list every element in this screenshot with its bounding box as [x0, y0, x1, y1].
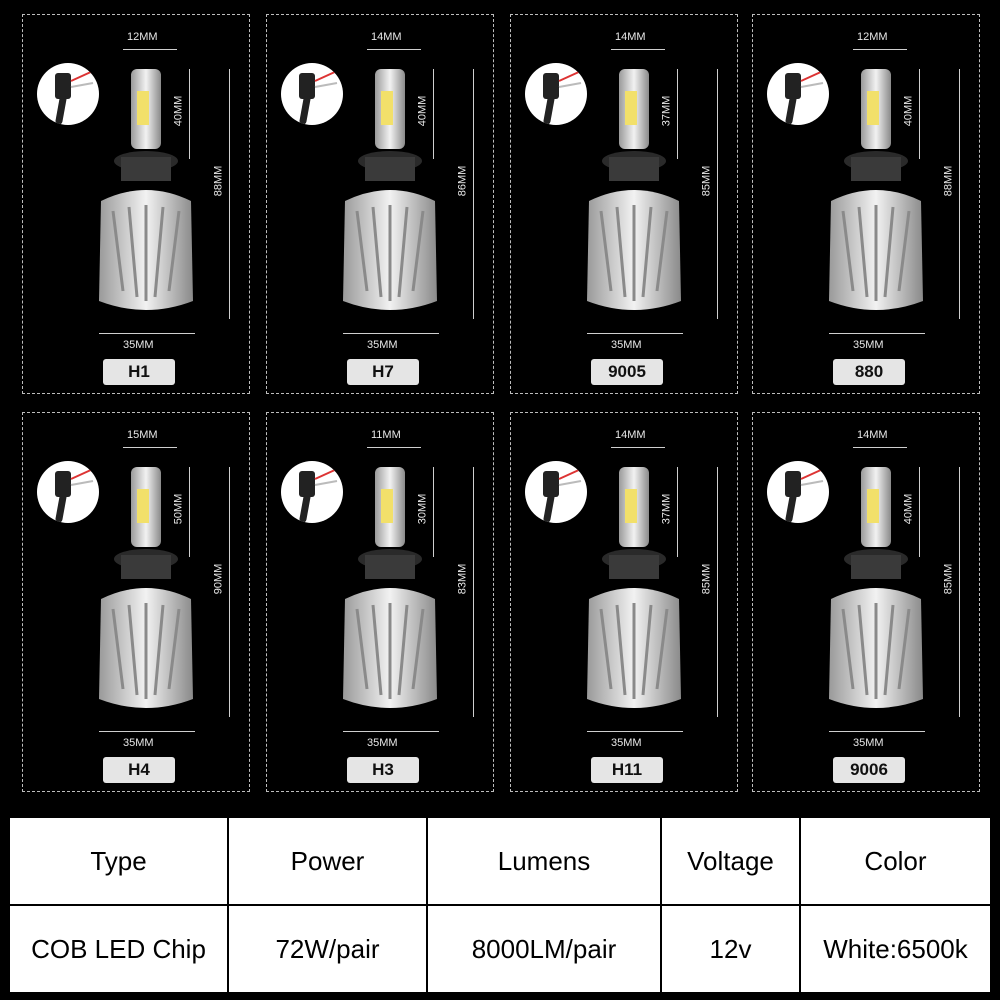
spec-value-lumens: 8000LM/pair: [426, 904, 662, 994]
spec-header-voltage: Voltage: [660, 816, 801, 906]
base-width-label: 35MM: [123, 737, 154, 749]
spec-header-type: Type: [8, 816, 229, 906]
model-label: H3: [347, 757, 419, 783]
connector-inset: [767, 63, 829, 125]
connector-icon: [55, 468, 94, 523]
model-label: H7: [347, 359, 419, 385]
spec-table: Type Power Lumens Voltage Color COB LED …: [8, 816, 992, 994]
model-label: H1: [103, 359, 175, 385]
base-width-label: 35MM: [611, 737, 642, 749]
top-width-label: 11MM: [371, 429, 401, 441]
base-width-label: 35MM: [611, 339, 642, 351]
bulb-illustration: [99, 69, 193, 310]
spec-value-color: White:6500k: [799, 904, 992, 994]
total-height-label: 88MM: [942, 165, 955, 197]
spec-header-power: Power: [227, 816, 428, 906]
product-panel-5: 11MM 30MM 83MM 35MM H3: [266, 412, 494, 792]
model-label: 9005: [591, 359, 663, 385]
total-height-label: 83MM: [456, 563, 469, 595]
top-width-label: 14MM: [615, 429, 646, 441]
connector-icon: [55, 70, 94, 125]
bulb-illustration: [587, 467, 681, 708]
bulb-illustration: [343, 467, 437, 708]
spec-value-type: COB LED Chip: [8, 904, 229, 994]
top-width-label: 12MM: [127, 31, 158, 43]
head-height-label: 37MM: [660, 95, 673, 127]
spec-value-row: COB LED Chip 72W/pair 8000LM/pair 12v Wh…: [8, 904, 992, 994]
connector-icon: [543, 468, 582, 523]
spec-value-power: 72W/pair: [227, 904, 428, 994]
bulb-illustration: [829, 467, 923, 708]
bulb-illustration: [829, 69, 923, 310]
connector-icon: [543, 70, 582, 125]
top-width-label: 15MM: [127, 429, 158, 441]
base-width-label: 35MM: [123, 339, 154, 351]
product-panel-6: 14MM 37MM 85MM 35MM H11: [510, 412, 738, 792]
model-label: H4: [103, 757, 175, 783]
base-width-label: 35MM: [853, 737, 884, 749]
head-height-label: 37MM: [660, 493, 673, 525]
model-label: 9006: [833, 757, 905, 783]
product-panel-2: 14MM 37MM 85MM 35MM 9005: [510, 14, 738, 394]
head-height-label: 40MM: [172, 95, 185, 127]
head-height-label: 40MM: [902, 95, 915, 127]
connector-inset: [767, 461, 829, 523]
head-height-label: 40MM: [902, 493, 915, 525]
connector-inset: [37, 461, 99, 523]
product-panel-4: 15MM 50MM 90MM 35MM H4: [22, 412, 250, 792]
connector-inset: [37, 63, 99, 125]
bulb-illustration: [99, 467, 193, 708]
base-width-label: 35MM: [367, 737, 398, 749]
total-height-label: 90MM: [212, 563, 225, 595]
top-width-label: 12MM: [857, 31, 888, 43]
connector-icon: [785, 70, 824, 125]
product-panel-3: 12MM 40MM 88MM 35MM 880: [752, 14, 980, 394]
head-height-label: 30MM: [416, 493, 429, 525]
connector-inset: [525, 63, 587, 125]
product-panel-7: 14MM 40MM 85MM 35MM 9006: [752, 412, 980, 792]
base-width-label: 35MM: [367, 339, 398, 351]
connector-icon: [785, 468, 824, 523]
model-label: H11: [591, 757, 663, 783]
connector-inset: [281, 63, 343, 125]
top-width-label: 14MM: [857, 429, 888, 441]
product-panel-0: 12MM 40MM 88MM 35MM H1: [22, 14, 250, 394]
head-height-label: 50MM: [172, 493, 185, 525]
connector-inset: [281, 461, 343, 523]
bulb-illustration: [343, 69, 437, 310]
spec-header-row: Type Power Lumens Voltage Color: [8, 816, 992, 906]
total-height-label: 88MM: [212, 165, 225, 197]
spec-header-color: Color: [799, 816, 992, 906]
head-height-label: 40MM: [416, 95, 429, 127]
top-width-label: 14MM: [371, 31, 402, 43]
total-height-label: 85MM: [700, 165, 713, 197]
product-panel-1: 14MM 40MM 86MM 35MM H7: [266, 14, 494, 394]
connector-icon: [299, 468, 338, 523]
total-height-label: 85MM: [700, 563, 713, 595]
bulb-illustration: [587, 69, 681, 310]
total-height-label: 86MM: [456, 165, 469, 197]
spec-value-voltage: 12v: [660, 904, 801, 994]
base-width-label: 35MM: [853, 339, 884, 351]
connector-icon: [299, 70, 338, 125]
top-width-label: 14MM: [615, 31, 646, 43]
model-label: 880: [833, 359, 905, 385]
total-height-label: 85MM: [942, 563, 955, 595]
spec-header-lumens: Lumens: [426, 816, 662, 906]
connector-inset: [525, 461, 587, 523]
